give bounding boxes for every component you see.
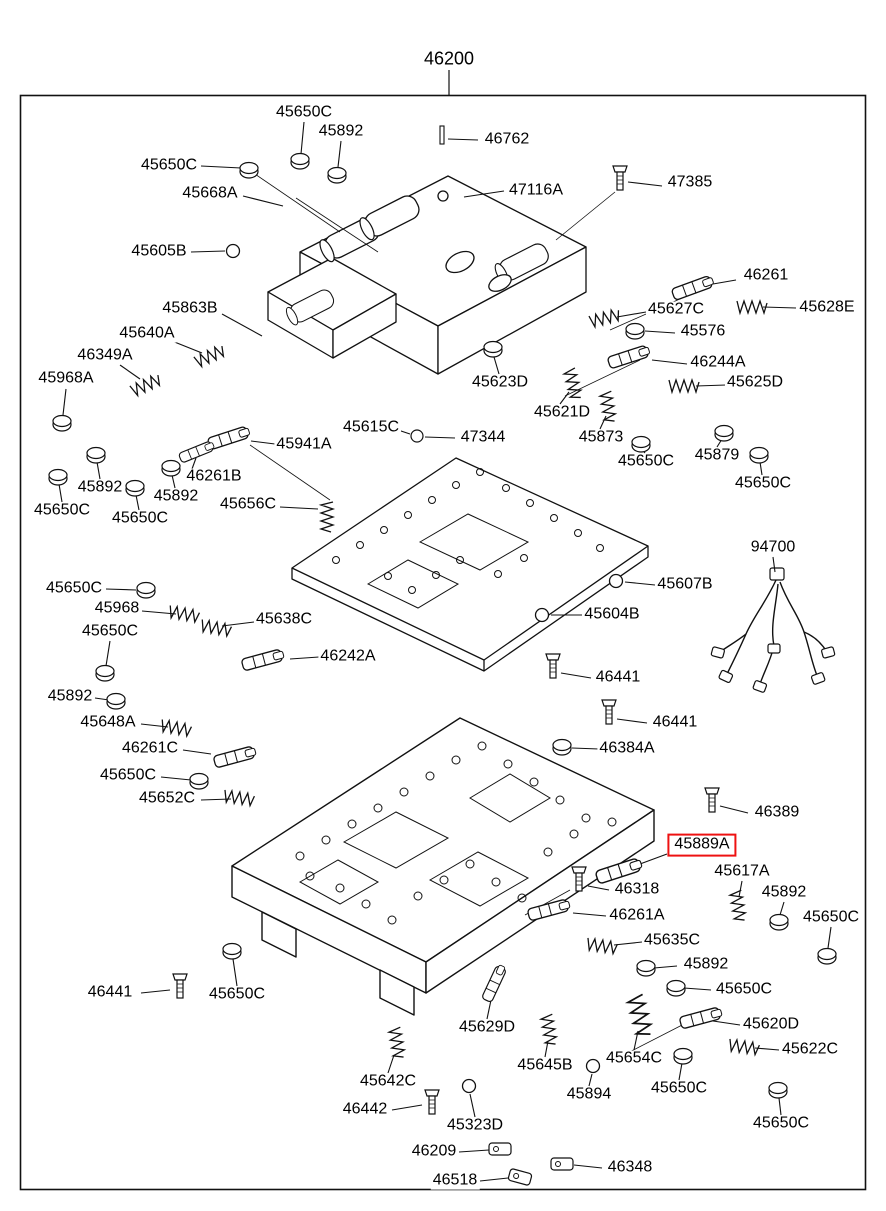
part-label-45607B-35[interactable]: 45607B — [655, 575, 715, 594]
part-label-46261-8[interactable]: 46261 — [741, 266, 791, 285]
misc-parts — [439, 125, 574, 1187]
lower-valve-body-holes — [295, 741, 617, 925]
part-label-45648A-43[interactable]: 45648A — [78, 713, 138, 732]
part-label-45650C-31[interactable]: 45650C — [109, 509, 171, 528]
part-label-45892-1[interactable]: 45892 — [316, 122, 366, 141]
part-label-45650C-39[interactable]: 45650C — [79, 622, 141, 641]
part-label-45863B-12[interactable]: 45863B — [160, 299, 220, 318]
part-label-46261A-54[interactable]: 46261A — [607, 906, 667, 925]
assembly-number-label[interactable]: 46200 — [420, 48, 478, 70]
part-label-45892-27[interactable]: 45892 — [75, 478, 125, 497]
part-label-45654C-65[interactable]: 45654C — [603, 1049, 665, 1068]
wiring-harness — [710, 567, 836, 693]
part-label-45968A-16[interactable]: 45968A — [36, 369, 96, 388]
part-label-47344-21[interactable]: 47344 — [458, 428, 508, 447]
part-label-45617A-51[interactable]: 45617A — [712, 862, 772, 881]
part-label-45623D-17[interactable]: 45623D — [469, 373, 531, 392]
part-label-46518-74[interactable]: 46518 — [430, 1171, 480, 1190]
part-label-46442-67[interactable]: 46442 — [340, 1100, 390, 1119]
part-label-45635C-56[interactable]: 45635C — [641, 931, 703, 950]
separator-plate — [291, 457, 649, 672]
part-label-45627C-9[interactable]: 45627C — [645, 300, 707, 319]
part-label-45892-57[interactable]: 45892 — [681, 955, 731, 974]
part-label-46389-49[interactable]: 46389 — [752, 803, 802, 822]
part-label-45656C-32[interactable]: 45656C — [217, 495, 279, 514]
part-label-45650C-71[interactable]: 45650C — [750, 1114, 812, 1133]
part-label-45650C-26[interactable]: 45650C — [732, 474, 794, 493]
part-label-45650C-60[interactable]: 45650C — [206, 985, 268, 1004]
part-label-46348-73[interactable]: 46348 — [605, 1158, 655, 1177]
part-label-45621D-19[interactable]: 45621D — [531, 403, 593, 422]
lower-valve-body — [231, 717, 655, 1016]
diagram-frame — [19, 70, 867, 1191]
part-label-47116A-5[interactable]: 47116A — [507, 181, 565, 200]
part-label-45625D-18[interactable]: 45625D — [724, 373, 786, 392]
part-label-45968-36[interactable]: 45968 — [92, 599, 142, 618]
part-label-45628E-10[interactable]: 45628E — [797, 298, 857, 317]
part-label-45873-22[interactable]: 45873 — [576, 428, 626, 447]
part-label-45650C-34[interactable]: 45650C — [43, 579, 105, 598]
part-label-45650C-47[interactable]: 45650C — [97, 766, 159, 785]
part-label-45941A-23[interactable]: 45941A — [274, 435, 334, 454]
part-label-45652C-48[interactable]: 45652C — [136, 789, 198, 808]
part-label-45629D-61[interactable]: 45629D — [456, 1018, 518, 1037]
part-label-94700-33[interactable]: 94700 — [748, 538, 798, 557]
part-label-46318-52[interactable]: 46318 — [612, 880, 662, 899]
part-label-45892-29[interactable]: 45892 — [151, 487, 201, 506]
upper-valve-body — [267, 175, 587, 375]
part-label-45650C-69[interactable]: 45650C — [648, 1079, 710, 1098]
part-label-46209-72[interactable]: 46209 — [409, 1142, 459, 1161]
ball-parts — [225, 243, 624, 1094]
part-label-45323D-70[interactable]: 45323D — [444, 1116, 506, 1135]
part-label-45638C-38[interactable]: 45638C — [253, 610, 315, 629]
part-label-46261B-28[interactable]: 46261B — [184, 467, 244, 486]
part-label-45892-42[interactable]: 45892 — [45, 687, 95, 706]
part-label-46261C-45[interactable]: 46261C — [119, 739, 181, 758]
separator-plate-holes — [332, 468, 604, 609]
part-label-46244A-15[interactable]: 46244A — [688, 353, 748, 372]
part-label-45650C-24[interactable]: 45650C — [615, 452, 677, 471]
part-label-45604B-37[interactable]: 45604B — [582, 605, 642, 624]
part-label-45668A-4[interactable]: 45668A — [180, 184, 240, 203]
part-label-45879-25[interactable]: 45879 — [692, 446, 742, 465]
part-label-46242A-40[interactable]: 46242A — [318, 647, 378, 666]
part-label-45892-53[interactable]: 45892 — [759, 883, 809, 902]
part-label-46441-41[interactable]: 46441 — [593, 668, 643, 687]
part-label-46441-59[interactable]: 46441 — [85, 983, 135, 1002]
part-label-46349A-14[interactable]: 46349A — [75, 346, 135, 365]
part-label-45622C-63[interactable]: 45622C — [779, 1040, 841, 1059]
part-label-45650C-55[interactable]: 45650C — [800, 908, 862, 927]
part-label-45642C-66[interactable]: 45642C — [357, 1072, 419, 1091]
part-label-46441-44[interactable]: 46441 — [650, 713, 700, 732]
part-label-45605B-7[interactable]: 45605B — [129, 242, 189, 261]
part-label-45640A-13[interactable]: 45640A — [117, 324, 177, 343]
part-label-45645B-64[interactable]: 45645B — [515, 1056, 575, 1075]
part-label-45615C-20[interactable]: 45615C — [340, 418, 402, 437]
part-label-45894-68[interactable]: 45894 — [564, 1085, 614, 1104]
part-label-45650C-30[interactable]: 45650C — [31, 501, 93, 520]
part-label-45650C-0[interactable]: 45650C — [273, 103, 335, 122]
part-label-46762-2[interactable]: 46762 — [482, 130, 532, 149]
part-label-45576-11[interactable]: 45576 — [678, 322, 728, 341]
part-label-45889A-50[interactable]: 45889A — [667, 833, 737, 857]
part-label-45620D-62[interactable]: 45620D — [740, 1015, 802, 1034]
part-label-45650C-3[interactable]: 45650C — [138, 156, 200, 175]
part-label-47385-6[interactable]: 47385 — [665, 173, 715, 192]
part-label-46384A-46[interactable]: 46384A — [597, 739, 657, 758]
part-label-45650C-58[interactable]: 45650C — [713, 980, 775, 999]
